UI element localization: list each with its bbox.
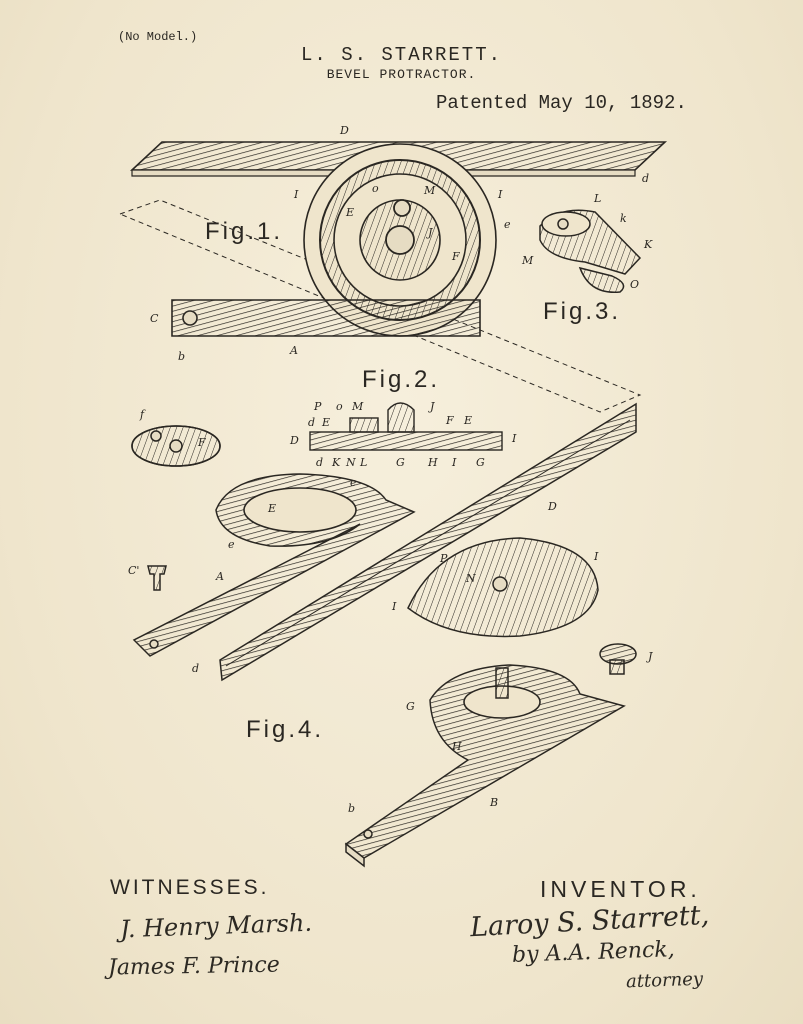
label-O-fig3: O [630, 278, 639, 291]
fig4-screw [147, 565, 167, 591]
fig1-clamp-screw [393, 199, 411, 217]
label-E-fig2: E [321, 416, 330, 429]
label-M-fig3: M [521, 254, 534, 267]
inventor-name-title: L. S. STARRETT. [300, 44, 503, 66]
label-M-fig2: M [351, 400, 364, 413]
label-D-fig4: D [547, 500, 557, 513]
label-J-fig1: J [426, 226, 433, 239]
label-P-fig2: P [313, 400, 322, 413]
fig3-clamp-drawing [539, 209, 642, 294]
fig4-exploded-drawing [131, 402, 637, 868]
label-I-fig1-right: I [497, 188, 503, 201]
label-o-fig2: o [336, 400, 343, 413]
fig1-stock [171, 299, 481, 337]
label-N-fig2: N [345, 456, 356, 469]
patent-date: Patented May 10, 1892. [436, 92, 687, 114]
label-I-fig2: I [511, 432, 517, 445]
witnesses-heading: WITNESSES. [110, 876, 270, 899]
label-H-fig4: H [451, 740, 462, 753]
label-k-fig3: k [620, 212, 627, 225]
part-labels: D d I I E o M J e F C b A L k K M O P o … [128, 124, 653, 815]
no-model-note: (No Model.) [118, 30, 198, 44]
label-L-fig3: L [593, 192, 601, 205]
fig4-plate [344, 664, 626, 859]
label-I-fig2-bottom: I [451, 456, 457, 469]
label-b-fig4: b [348, 802, 355, 815]
fig1-label: Fig.1. [205, 218, 284, 245]
label-M-fig1: M [423, 184, 436, 197]
label-A-fig1: A [289, 344, 298, 357]
label-E-fig2-right: E [463, 414, 472, 427]
label-b-fig1: b [178, 350, 185, 363]
fig4-label: Fig.4. [246, 716, 325, 743]
label-J-fig2: J [428, 400, 435, 413]
label-e-fig4-left: e [228, 538, 235, 551]
witness-signature-2: James F. Prince [107, 952, 281, 981]
label-G-fig4: G [406, 700, 415, 713]
label-F-fig4: F [197, 436, 206, 449]
label-F-fig2: F [445, 414, 454, 427]
label-F-fig1: F [451, 250, 460, 263]
label-e-fig1: e [504, 218, 511, 231]
label-d-fig1: d [642, 172, 649, 185]
inventor-heading: INVENTOR. [540, 876, 701, 902]
label-I-fig4-left: I [391, 600, 397, 613]
fig3-label: Fig.3. [543, 298, 622, 325]
label-L-fig2: L [359, 456, 367, 469]
label-A-fig4: A [215, 570, 224, 583]
label-G-fig2-right: G [476, 456, 485, 469]
label-G-fig2: G [396, 456, 405, 469]
label-o-fig1: o [372, 182, 379, 195]
label-K-fig2: K [331, 456, 341, 469]
fig1-dashed-blade [118, 199, 642, 413]
label-E-fig1: E [345, 206, 354, 219]
fig1-stock-screw [182, 310, 198, 326]
attorney-label: attorney [625, 968, 704, 993]
fig2-label: Fig.2. [362, 366, 441, 393]
label-E-fig4: E [267, 502, 276, 515]
label-D-fig1: D [339, 124, 349, 137]
fig4-blade [219, 402, 637, 682]
label-d-fig2: d [308, 416, 315, 429]
fig1-center-screw [385, 225, 415, 255]
fig4-stud [495, 667, 509, 699]
label-C-fig1: C [150, 312, 159, 325]
label-e-fig4-top: e [350, 476, 357, 489]
fig2-section-drawing [309, 402, 503, 451]
label-I-fig1-left: I [293, 188, 299, 201]
label-d-fig2-bottom: d [316, 456, 323, 469]
label-H-fig2: H [427, 456, 438, 469]
label-f-fig4: f [139, 408, 146, 421]
label-C1-fig4: C' [128, 564, 139, 577]
label-B-fig4: B [489, 796, 498, 809]
invention-title: BEVEL PROTRACTOR. [326, 67, 477, 82]
fig1-protractor-drawing [118, 141, 668, 413]
label-K-fig3: K [643, 238, 653, 251]
label-J-fig4: J [646, 650, 653, 663]
label-d-fig4: d [192, 662, 199, 675]
label-P-fig4: P [439, 552, 448, 565]
label-N-fig4: N [465, 572, 476, 585]
label-I-fig4-right: I [593, 550, 599, 563]
label-D-fig2: D [289, 434, 299, 447]
